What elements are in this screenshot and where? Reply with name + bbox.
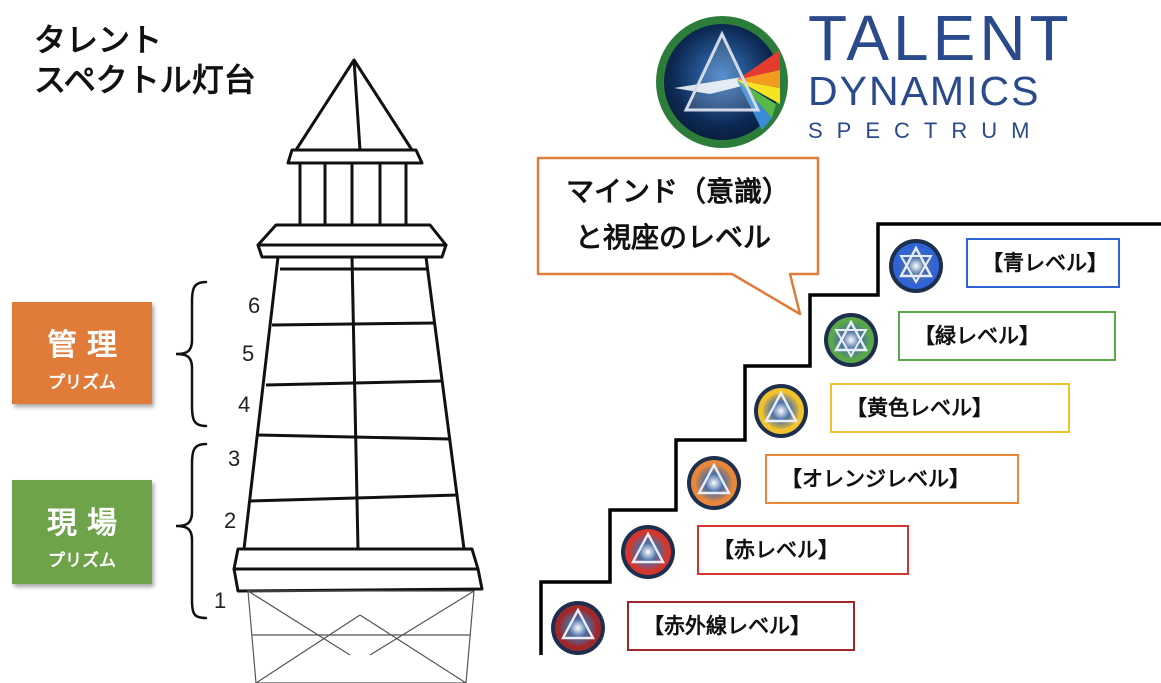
callout-line-2: と視座のレベル [574,221,771,254]
title-line-1: タレント [34,21,163,59]
floor-braces [175,280,208,620]
level-badge-icon [889,239,943,293]
floor-number-6: 6 [248,293,261,318]
level-label-box: 【黄色レベル】 [830,383,1070,433]
brand-talent: TALENT [808,2,1073,74]
management-prism-box: 管理 プリズム [12,302,152,404]
level-label-box: 【青レベル】 [966,238,1120,288]
field-prism-title: 現場 [47,506,127,541]
level-badge-icon [824,313,878,367]
title-line-2: スペクトル灯台 [34,61,256,99]
callout-line-1: マインド（意識） [565,175,790,208]
management-prism-title: 管理 [47,328,127,363]
field-prism-box: 現場 プリズム [12,480,152,584]
prism-spectrum-logo-icon [656,16,788,148]
management-prism-subtitle: プリズム [48,373,116,393]
level-badge-icon [754,384,808,438]
floor-number-3: 3 [228,446,241,471]
floor-number-5: 5 [242,341,255,366]
floor-number-2: 2 [224,508,237,533]
level-label-box: 【赤外線レベル】 [627,601,855,651]
brand-dynamics: DYNAMICS [808,68,1041,114]
floor-number-1: 1 [214,588,227,613]
level-label-box: 【オレンジレベル】 [765,454,1019,504]
level-badge-icon [551,601,605,655]
floor-number-4: 4 [238,392,251,417]
callout-bubble [536,156,820,316]
lighthouse-illustration [232,58,484,683]
field-prism-subtitle: プリズム [48,551,116,571]
level-label-box: 【赤レベル】 [697,525,909,575]
brand-spectrum: SPECTRUM [808,118,1044,143]
level-badge-icon [621,525,675,579]
level-badge-icon [687,456,741,510]
level-label-box: 【緑レベル】 [898,311,1116,361]
